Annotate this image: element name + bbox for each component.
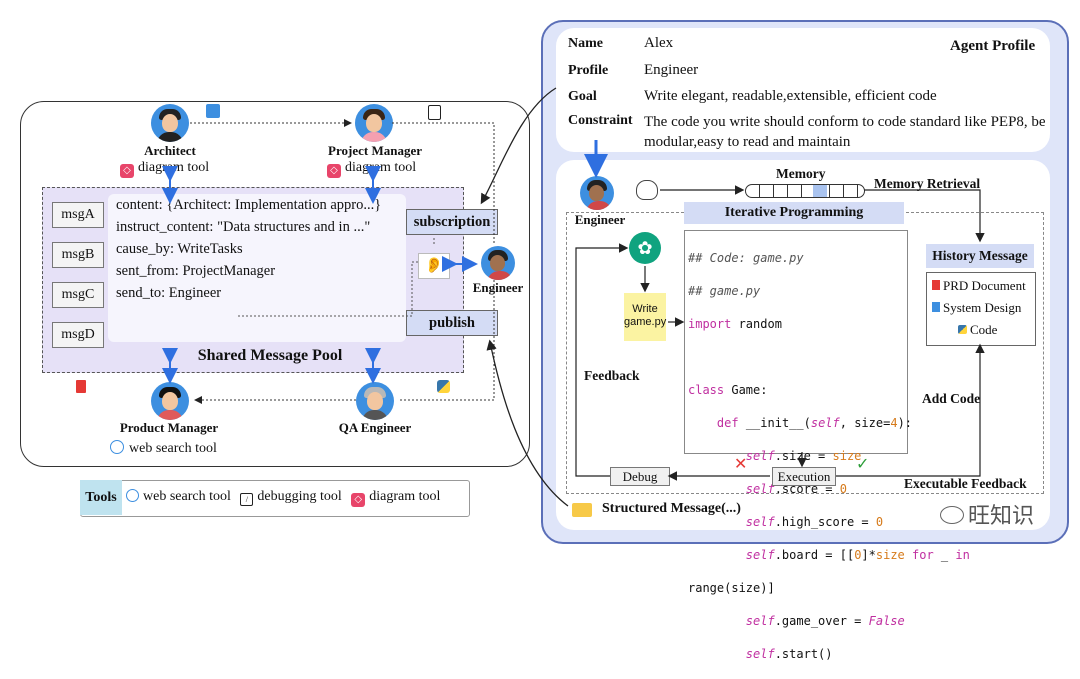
message-line: cause_by: WriteTasks — [116, 241, 243, 257]
code-line — [688, 349, 970, 366]
code-line: ## game.py — [688, 283, 761, 298]
profile-value: The code you write should conform to cod… — [644, 114, 1046, 150]
wechat-icon — [940, 506, 964, 524]
write-note: Write game.py — [624, 293, 666, 341]
architect-avatar — [151, 104, 189, 142]
engineer-label: Engineer — [574, 212, 626, 227]
project-manager-label: Project Manager — [328, 143, 422, 158]
iterative-programming-header: Iterative Programming — [684, 202, 904, 224]
tools-legend-items: web search tool /debugging tool ◇diagram… — [126, 489, 440, 507]
profile-value: Write elegant, readable,extensible, effi… — [644, 88, 937, 104]
profile-key: Profile — [568, 63, 609, 78]
success-icon: ✓ — [856, 454, 870, 473]
python-icon — [958, 325, 967, 334]
listening-icon: 👂 — [418, 253, 450, 279]
code-line: self.start() — [745, 646, 833, 661]
project-manager-avatar — [355, 104, 393, 142]
pool-title: Shared Message Pool — [197, 347, 343, 364]
msg-tag: msgD — [52, 322, 104, 348]
code-line: self.size = size — [745, 448, 862, 463]
diagram-tool-icon: ◇ — [120, 164, 134, 178]
structured-message-label: Structured Message(...) — [602, 501, 741, 516]
code-line: self.game_over = False — [745, 613, 905, 628]
code-line: class Game: — [688, 382, 768, 397]
add-code-label: Add Code — [922, 391, 981, 406]
web-search-icon — [110, 440, 124, 454]
code-line: import random — [688, 316, 782, 331]
msg-tag: msgB — [52, 242, 104, 268]
code-line: range(size)] — [688, 580, 775, 595]
code-line: self.high_score = 0 — [745, 514, 884, 529]
fail-icon: ✕ — [734, 454, 748, 473]
memory-highlight — [813, 185, 827, 197]
execution-box: Execution — [772, 467, 836, 486]
tools-legend-title: Tools — [80, 480, 122, 515]
memory-label: Memory — [776, 166, 826, 181]
product-manager-label: Product Manager — [119, 420, 219, 435]
left-panel — [20, 101, 530, 467]
python-icon — [437, 380, 450, 393]
feedback-label: Feedback — [584, 368, 640, 383]
code-line: ## Code: game.py — [688, 250, 804, 265]
diagram-tool-icon: ◇ — [327, 164, 341, 178]
message-line: send_to: Engineer — [116, 285, 222, 301]
code-line: def __init__(self, size=4): — [716, 415, 913, 430]
msg-tag: msgC — [52, 282, 104, 308]
openai-icon: ✿ — [629, 232, 661, 264]
message-line: instruct_content: "Data structures and i… — [116, 219, 371, 235]
debug-box: Debug — [610, 467, 670, 486]
pdf-icon — [932, 280, 940, 290]
history-message-header: History Message — [926, 244, 1034, 268]
profile-key: Name — [568, 36, 603, 51]
profile-value: Alex — [644, 35, 674, 51]
publish-box: publish — [406, 310, 498, 336]
history-item: PRD Document — [932, 278, 1026, 294]
image-icon — [206, 104, 220, 118]
brain-icon — [636, 180, 658, 200]
profile-key: Constraint — [568, 113, 633, 128]
document-icon — [428, 105, 441, 120]
subscription-box: subscription — [406, 209, 498, 235]
agent-profile-card — [556, 28, 1050, 152]
executable-feedback-label: Executable Feedback — [904, 476, 1027, 491]
architect-tool: ◇diagram tool — [120, 160, 209, 178]
message-line: content: {Architect: Implementation appr… — [116, 197, 382, 213]
code-line: self.board = [[0]*size for _ in — [745, 547, 970, 562]
history-item: Code — [958, 322, 997, 338]
profile-key: Goal — [568, 89, 597, 104]
message-line: sent_from: ProjectManager — [116, 263, 276, 279]
debugging-tool-icon: / — [240, 493, 254, 506]
web-search-icon — [126, 489, 139, 502]
project-manager-tool: ◇diagram tool — [327, 160, 416, 178]
envelope-icon — [572, 503, 592, 517]
product-manager-avatar — [151, 382, 189, 420]
pdf-icon — [76, 380, 86, 393]
qa-engineer-label: QA Engineer — [338, 420, 412, 435]
agent-profile-title: Agent Profile — [950, 38, 1036, 54]
engineer-avatar — [580, 176, 614, 210]
profile-value: Engineer — [644, 62, 699, 78]
qa-engineer-avatar — [356, 382, 394, 420]
message-lines: content: {Architect: Implementation appr… — [116, 194, 381, 304]
engineer-avatar — [481, 246, 515, 280]
memory-retrieval-label: Memory Retrieval — [874, 176, 981, 191]
image-icon — [932, 302, 940, 312]
engineer-label: Engineer — [472, 280, 524, 295]
product-manager-tool: web search tool — [110, 440, 217, 457]
diagram-tool-icon: ◇ — [351, 493, 366, 507]
msg-tag: msgA — [52, 202, 104, 228]
history-item: System Design — [932, 300, 1021, 316]
architect-label: Architect — [144, 143, 196, 158]
memory-bar — [745, 184, 865, 198]
watermark: 旺知识 — [940, 498, 1034, 530]
